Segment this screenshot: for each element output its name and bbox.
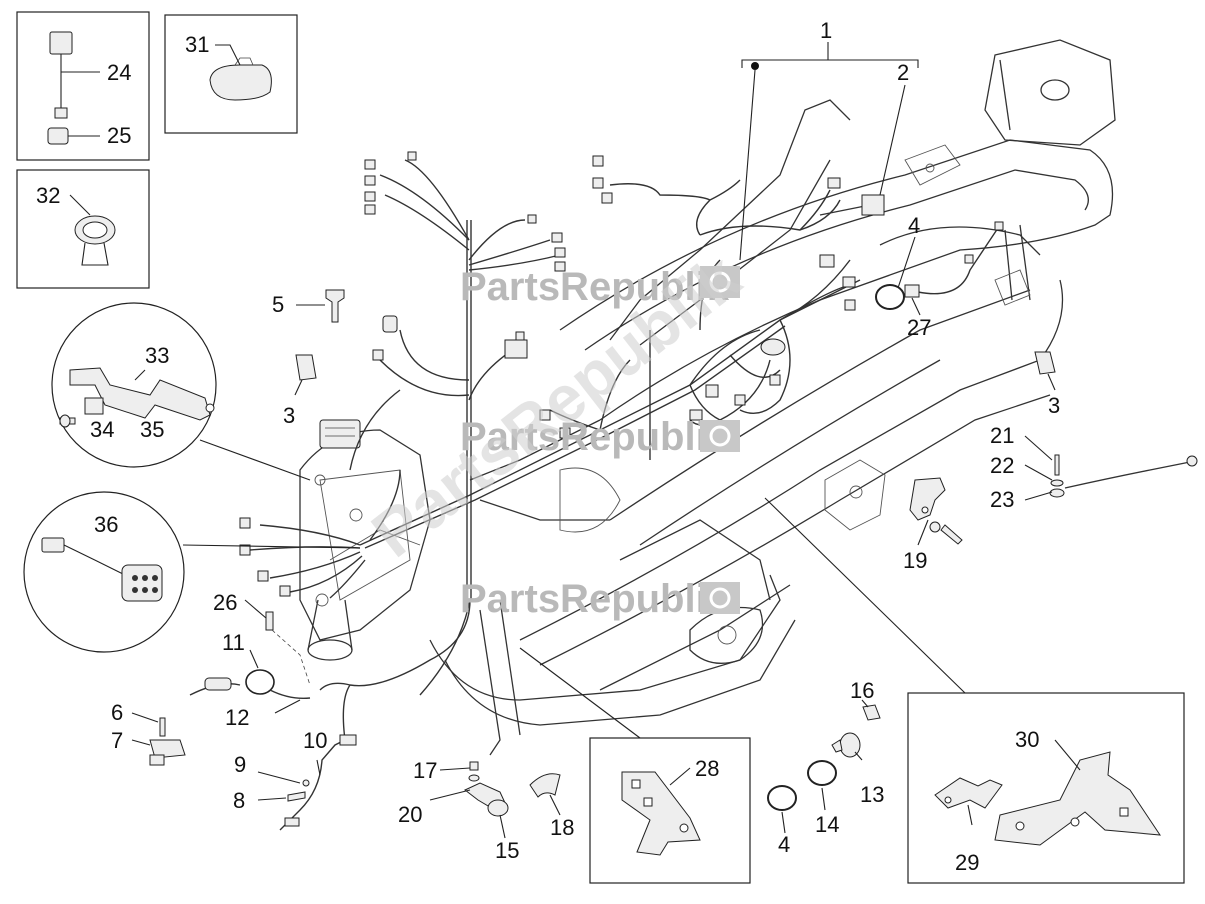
watermark-text-2: PartsRepublik: [460, 415, 730, 459]
callout-3-left: 3: [283, 403, 295, 428]
callout-8: 8: [233, 788, 245, 813]
callout-10: 10: [303, 728, 327, 753]
callout-23: 23: [990, 487, 1014, 512]
callout-30: 30: [1015, 727, 1039, 752]
detail-circle-36: [23, 491, 361, 653]
callout-32: 32: [36, 183, 60, 208]
callout-20: 20: [398, 802, 422, 827]
inset-box-28: [519, 647, 751, 884]
callout-34: 34: [90, 417, 114, 442]
inset-box-32: [16, 169, 150, 289]
callout-27: 27: [907, 315, 931, 340]
callout-16: 16: [850, 678, 874, 703]
callout-15: 15: [495, 838, 519, 863]
callout-25: 25: [107, 123, 131, 148]
watermark-text-1: PartsRepublik: [460, 265, 730, 309]
callout-2: 2: [897, 60, 909, 85]
callout-19: 19: [903, 548, 927, 573]
callout-4-bottom: 4: [778, 832, 790, 857]
callout-36: 36: [94, 512, 118, 537]
callout-24: 24: [107, 60, 131, 85]
callout-26: 26: [213, 590, 237, 615]
watermark-text-3: PartsRepublik: [460, 577, 730, 621]
callout-28: 28: [695, 756, 719, 781]
callout-22: 22: [990, 453, 1014, 478]
detail-circle-33-35: [51, 302, 311, 481]
wiring-harness: [249, 159, 871, 741]
loose-parts: [131, 42, 1198, 839]
inset-box-24-25: [16, 11, 150, 161]
callout-17: 17: [413, 758, 437, 783]
harness-connectors: [239, 151, 885, 597]
callout-7: 7: [111, 728, 123, 753]
callout-9: 9: [234, 752, 246, 777]
callout-4-top: 4: [908, 213, 920, 238]
inset-box-31: [164, 14, 298, 134]
callout-labels: 1 2 3 3 4 4 5 6 7 8 9 10 11 12 13 14 15 …: [36, 18, 1060, 875]
callout-29: 29: [955, 850, 979, 875]
watermark-gear-icon: [700, 266, 740, 614]
callout-13: 13: [860, 782, 884, 807]
chassis-frame: [299, 39, 1116, 756]
callout-18: 18: [550, 815, 574, 840]
callout-31: 31: [185, 32, 209, 57]
callout-6: 6: [111, 700, 123, 725]
callout-14: 14: [815, 812, 839, 837]
callout-35: 35: [140, 417, 164, 442]
callout-33: 33: [145, 343, 169, 368]
callout-12: 12: [225, 705, 249, 730]
callout-11: 11: [222, 630, 245, 655]
callout-5: 5: [272, 292, 284, 317]
inset-box-29-30: [764, 497, 1185, 884]
callout-21: 21: [990, 423, 1014, 448]
callout-1: 1: [820, 18, 832, 43]
callout-3-right: 3: [1048, 393, 1060, 418]
